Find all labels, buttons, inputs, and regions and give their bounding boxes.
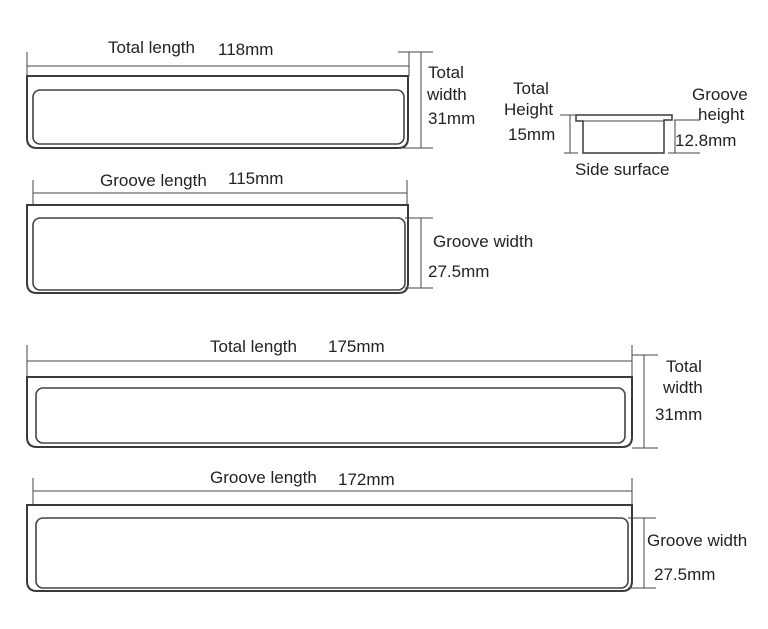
groove-height-label: height bbox=[698, 105, 745, 124]
outer-outline bbox=[26, 376, 633, 448]
outer-outline bbox=[26, 75, 409, 149]
length-label: Groove length bbox=[210, 468, 317, 487]
inner-outline bbox=[32, 89, 405, 145]
width-label: Groove width bbox=[433, 232, 533, 251]
top-view-118mm: Total length 118mm Total width 31mm bbox=[26, 38, 475, 149]
side-profile: Total Height 15mm Groove height 12.8mm S… bbox=[504, 79, 748, 179]
profile-outline bbox=[575, 114, 673, 154]
length-value: 115mm bbox=[228, 169, 283, 188]
outer-outline bbox=[26, 204, 409, 294]
width-label: Total bbox=[428, 63, 464, 82]
total-height-label: Total bbox=[513, 79, 549, 98]
total-height-label: Height bbox=[504, 100, 553, 119]
width-dimension-line bbox=[628, 517, 656, 589]
width-label: width bbox=[426, 85, 467, 104]
groove-view-115mm: Groove length 115mm Groove width 27.5mm bbox=[26, 169, 533, 294]
width-label: width bbox=[662, 378, 703, 397]
length-dimension-line bbox=[26, 52, 410, 76]
width-dimension-line bbox=[405, 217, 433, 289]
groove-view-172mm: Groove length 172mm Groove width 27.5mm bbox=[26, 468, 747, 592]
length-label: Total length bbox=[210, 337, 297, 356]
width-value: 31mm bbox=[655, 405, 702, 424]
total-height-dimension-line bbox=[560, 114, 578, 154]
total-height-value: 15mm bbox=[508, 125, 555, 144]
inner-outline bbox=[35, 517, 629, 589]
length-dimension-line bbox=[32, 180, 408, 205]
inner-outline bbox=[32, 217, 406, 291]
length-value: 118mm bbox=[218, 40, 273, 59]
length-label: Total length bbox=[108, 38, 195, 57]
width-label: Groove width bbox=[647, 531, 747, 550]
side-surface-caption: Side surface bbox=[575, 160, 670, 179]
length-value: 175mm bbox=[328, 337, 385, 356]
width-dimension-line bbox=[632, 354, 658, 449]
top-view-175mm: Total length 175mm Total width 31mm bbox=[26, 337, 703, 449]
width-value: 27.5mm bbox=[428, 262, 489, 281]
length-value: 172mm bbox=[338, 470, 395, 489]
groove-height-value: 12.8mm bbox=[675, 131, 736, 150]
length-label: Groove length bbox=[100, 171, 207, 190]
outer-outline bbox=[26, 504, 633, 592]
width-value: 31mm bbox=[428, 109, 475, 128]
groove-height-dimension-line bbox=[668, 119, 700, 154]
length-dimension-line bbox=[26, 345, 633, 377]
length-dimension-line bbox=[32, 478, 633, 505]
width-label: Total bbox=[666, 357, 702, 376]
groove-height-label: Groove bbox=[692, 85, 748, 104]
width-value: 27.5mm bbox=[654, 565, 715, 584]
width-dimension-line bbox=[398, 51, 433, 149]
inner-outline bbox=[35, 387, 626, 444]
